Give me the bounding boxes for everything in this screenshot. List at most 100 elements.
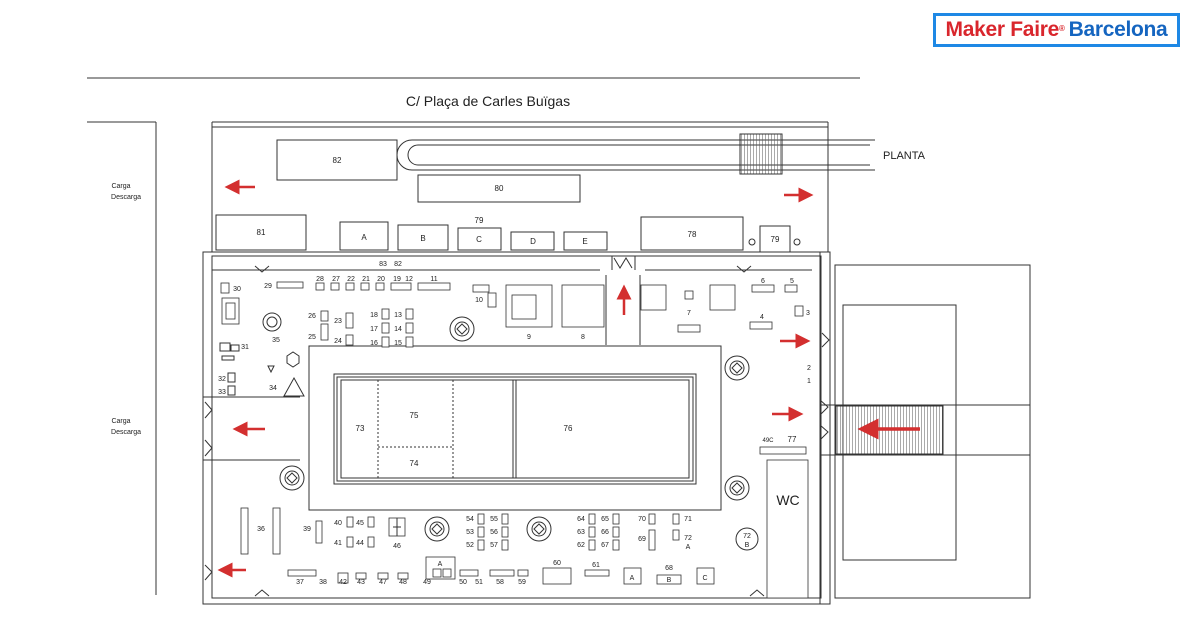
label-50: 50 — [459, 579, 467, 586]
label-63: 63 — [577, 529, 585, 536]
label-13: 13 — [394, 312, 402, 319]
label-79: 79 — [771, 235, 780, 244]
label-78: 78 — [688, 230, 697, 239]
label-74: 74 — [410, 459, 419, 468]
label-81: 81 — [257, 228, 266, 237]
label-30: 30 — [233, 286, 241, 293]
label-54: 54 — [466, 516, 474, 523]
label-8: 8 — [581, 334, 585, 341]
label-27: 27 — [332, 276, 340, 283]
label-62: 62 — [577, 542, 585, 549]
label-A-bot: A — [630, 575, 635, 582]
label-12: 12 — [405, 276, 413, 283]
label-72b: 72 — [743, 533, 751, 540]
label-44: 44 — [356, 540, 364, 547]
label-23: 23 — [334, 318, 342, 325]
label-40: 40 — [334, 520, 342, 527]
label-35: 35 — [272, 337, 280, 344]
label-83: 83 — [379, 261, 387, 268]
label-52: 52 — [466, 542, 474, 549]
top-booths — [215, 139, 791, 253]
booth-81 — [215, 214, 307, 251]
label-28: 28 — [316, 276, 324, 283]
booth-A-top — [339, 221, 389, 251]
label-11: 11 — [430, 276, 437, 283]
misc-symbols — [219, 312, 305, 397]
label-36: 36 — [257, 526, 265, 533]
carga-label-2: Carga — [111, 418, 130, 425]
hall-walls — [202, 251, 831, 605]
label-22: 22 — [347, 276, 355, 283]
label-33: 33 — [218, 389, 226, 396]
label-55: 55 — [490, 516, 498, 523]
label-64: 64 — [577, 516, 585, 523]
label-3: 3 — [806, 310, 810, 317]
label-41: 41 — [334, 540, 342, 547]
label-49c: 49C — [762, 438, 774, 444]
booth-B-top — [397, 224, 449, 251]
booths-east — [759, 446, 809, 599]
label-31: 31 — [241, 344, 249, 351]
label-59: 59 — [518, 579, 526, 586]
label-53: 53 — [466, 529, 474, 536]
label-D-top: D — [530, 237, 536, 246]
label-A-top: A — [361, 233, 367, 242]
label-26: 26 — [308, 313, 316, 320]
descarga-label-2: Descarga — [111, 429, 141, 436]
label-75: 75 — [410, 411, 419, 420]
label-5: 5 — [790, 278, 794, 285]
label-71: 71 — [684, 516, 692, 523]
street-name: C/ Plaça de Carles Buïgas — [406, 93, 570, 109]
label-B-bot: B — [667, 577, 672, 584]
booth-C-top — [457, 227, 502, 251]
label-73: 73 — [356, 424, 365, 433]
maker-faire-logo: Maker Faire®Barcelona — [933, 13, 1180, 47]
label-77: 77 — [788, 435, 797, 444]
label-80: 80 — [495, 184, 504, 193]
doors — [204, 257, 830, 597]
label-66: 66 — [601, 529, 609, 536]
label-82: 82 — [333, 156, 342, 165]
label-21: 21 — [362, 276, 370, 283]
pillars — [279, 316, 750, 542]
carga-label-1: Carga — [111, 183, 130, 190]
label-58: 58 — [496, 579, 504, 586]
label-61: 61 — [592, 562, 600, 569]
label-72A: A — [686, 544, 691, 551]
label-24: 24 — [334, 338, 342, 345]
label-72B: B — [745, 542, 750, 549]
label-18: 18 — [370, 312, 378, 319]
label-34: 34 — [269, 385, 277, 392]
street-lines — [87, 77, 860, 595]
booth-78 — [640, 216, 744, 251]
label-82s: 82 — [394, 261, 402, 268]
arrows — [217, 179, 920, 578]
label-32: 32 — [218, 376, 226, 383]
label-17: 17 — [370, 326, 378, 333]
label-68: 68 — [665, 565, 673, 572]
label-19: 19 — [393, 276, 401, 283]
label-25: 25 — [308, 334, 316, 341]
label-4: 4 — [760, 314, 764, 321]
booth-D-top — [510, 231, 555, 251]
label-56: 56 — [490, 529, 498, 536]
label-39: 39 — [303, 526, 311, 533]
label-79a: 79 — [475, 216, 484, 225]
label-1: 1 — [807, 378, 811, 385]
label-C-bot: C — [702, 575, 707, 582]
label-7: 7 — [687, 310, 691, 317]
planta-label: PLANTA — [883, 150, 926, 162]
label-60: 60 — [553, 560, 561, 567]
wc-label: WC — [776, 492, 799, 508]
label-37: 37 — [296, 579, 304, 586]
booth-79 — [759, 225, 791, 253]
label-49A: A — [438, 561, 443, 568]
label-E-top: E — [582, 237, 587, 246]
label-76: 76 — [564, 424, 573, 433]
label-6: 6 — [761, 278, 765, 285]
label-45: 45 — [356, 520, 364, 527]
label-42: 42 — [339, 579, 347, 586]
label-C-top: C — [476, 235, 482, 244]
descarga-label-1: Descarga — [111, 194, 141, 201]
label-20: 20 — [377, 276, 385, 283]
